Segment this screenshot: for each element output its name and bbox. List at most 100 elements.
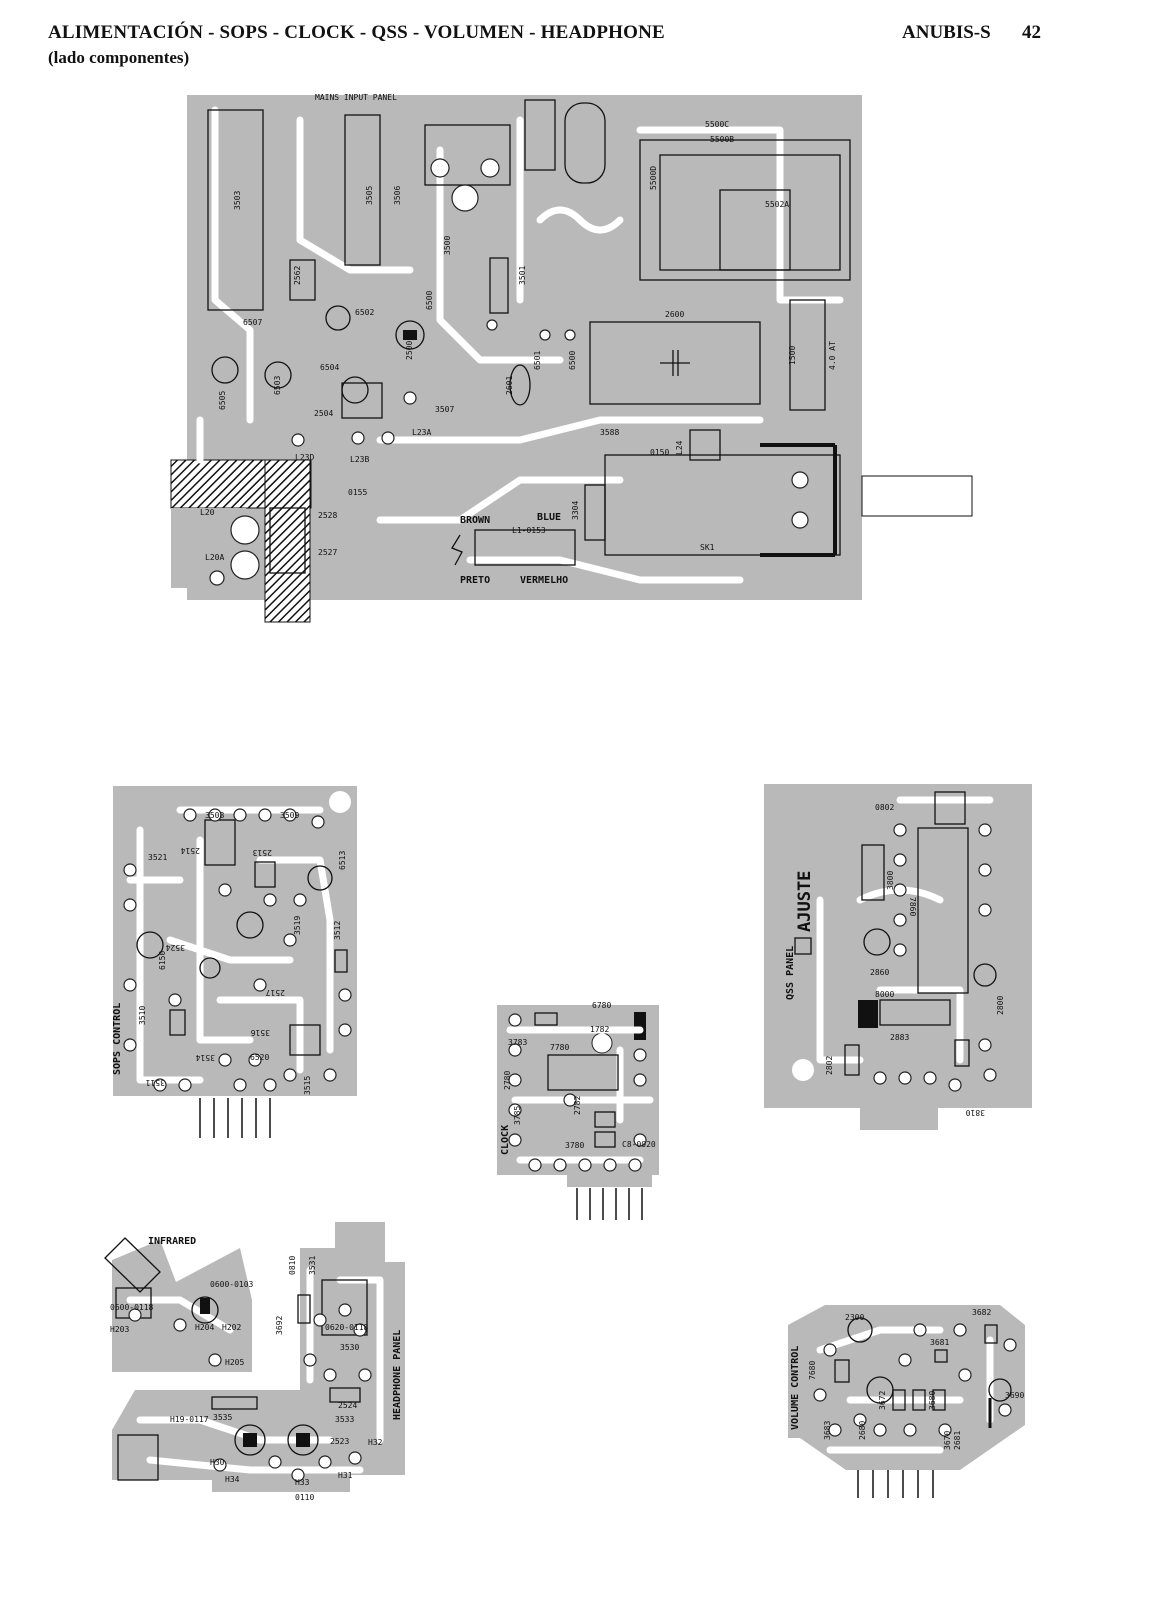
component-ref-label: 3670 (943, 1431, 952, 1450)
solder-pad (898, 1071, 912, 1085)
qss-panel: QSS PANEL AJUSTE 08023800786028602800280… (764, 784, 1032, 1130)
component-ref-label: 3516 (251, 1028, 270, 1037)
solder-pad (978, 903, 992, 917)
component-ref-label: 1782 (590, 1025, 609, 1034)
solder-pad (283, 1068, 297, 1082)
component-ref-label: 3780 (565, 1141, 584, 1150)
solder-pad (323, 1368, 337, 1382)
component-ref-label: 2601 (505, 376, 514, 395)
component-ref-label: 2800 (996, 996, 1005, 1015)
component-ref-label: 6150 (158, 951, 167, 970)
page-number: 42 (1022, 22, 1041, 43)
component-ref-label: 6500 (568, 351, 577, 370)
solder-pad (528, 1158, 542, 1172)
solder-pad (123, 1038, 137, 1052)
component-ref-label: 2782 (573, 1096, 582, 1115)
component-ref-label: 2524 (338, 1401, 357, 1410)
solder-pad (178, 1078, 192, 1092)
solder-pad (208, 1353, 222, 1367)
component-ref-label: 3810 (966, 1108, 985, 1117)
component-ref-label: 0620-0118 (325, 1323, 369, 1332)
solder-pad (633, 1073, 647, 1087)
component-ref-label: 6500 (425, 291, 434, 310)
solder-pad (153, 1078, 167, 1092)
component-ref-label: 0802 (875, 803, 894, 812)
component-ref-label: 2500 (405, 341, 414, 360)
component-ref-label: 3505 (365, 186, 374, 205)
solder-pad (508, 1013, 522, 1027)
component-ref-label: 2681 (953, 1431, 962, 1450)
component-ref-label: 3588 (600, 428, 619, 437)
component-ref-label: 0150 (650, 448, 669, 457)
solder-pad (283, 933, 297, 947)
component-ref-label: 0600-0103 (210, 1280, 254, 1289)
solder-pad (893, 943, 907, 957)
component-ref-label: 2514 (181, 846, 200, 855)
component-ref-label: 3503 (233, 191, 242, 210)
solder-pad (313, 1313, 327, 1327)
solder-pad (903, 1423, 917, 1437)
solder-pad (293, 893, 307, 907)
component-ref-label: 0600-0118 (110, 1303, 154, 1312)
page-subtitle: (lado componentes) (48, 48, 190, 67)
component-ref-label: 3524 (166, 943, 185, 952)
component-ref-label: 3683 (823, 1421, 832, 1440)
component-ref-label: L1-0153 (512, 526, 546, 535)
component-ref-label: 3533 (335, 1415, 354, 1424)
solder-pad (938, 1423, 952, 1437)
solder-pad (823, 1343, 837, 1357)
clock-panel-title: CLOCK (500, 1125, 511, 1155)
component-ref-label: 3508 (205, 811, 224, 820)
solder-pad (173, 1318, 187, 1332)
component-ref-label: 3535 (213, 1413, 232, 1422)
component-ref-label: 3680 (928, 1391, 937, 1410)
component-ref-label: 3500 (443, 236, 452, 255)
component-ref-label: 3510 (138, 1006, 147, 1025)
solder-pad (291, 1468, 305, 1482)
solder-pad (353, 1323, 367, 1337)
component-ref-label: 2504 (314, 409, 333, 418)
component-ref-label: 3506 (393, 186, 402, 205)
component-ref-label: 6520 (250, 1053, 269, 1062)
solder-pad (898, 1353, 912, 1367)
solder-pad (233, 1078, 247, 1092)
component-ref-label: H205 (225, 1358, 244, 1367)
solder-pad (258, 808, 272, 822)
component-ref-label: L24 (675, 440, 684, 455)
component-ref-label: H204 (195, 1323, 214, 1332)
solder-pad (338, 988, 352, 1002)
component-ref-label: 3509 (280, 811, 299, 820)
solder-pad (983, 1068, 997, 1082)
solder-pad (168, 993, 182, 1007)
solder-pad (893, 883, 907, 897)
solder-pad (578, 1158, 592, 1172)
component-ref-label: 8000 (875, 990, 894, 999)
component-ref-label: 3682 (972, 1308, 991, 1317)
component-ref-label: H202 (222, 1323, 241, 1332)
solder-pad (633, 1048, 647, 1062)
component-ref-label: BROWN (460, 515, 490, 526)
component-ref-label: 3530 (340, 1343, 359, 1352)
component-ref-label: VERMELHO (520, 575, 568, 586)
solder-pad (923, 1071, 937, 1085)
solder-pad (508, 1073, 522, 1087)
infrared-label: INFRARED (148, 1236, 196, 1247)
page-title: ALIMENTACIÓN - SOPS - CLOCK - QSS - VOLU… (48, 22, 665, 43)
solder-pad (893, 853, 907, 867)
component-ref-label: 0110 (295, 1493, 314, 1502)
component-ref-label: 3690 (1005, 1391, 1024, 1400)
solder-pad (553, 1158, 567, 1172)
volume-panel-title: VOLUME CONTROL (790, 1346, 801, 1430)
component-ref-label: L20A (205, 553, 224, 562)
component-ref-label: 2513 (253, 848, 272, 857)
component-ref-label: 4.0 AT (828, 341, 837, 370)
component-ref-label: 3521 (148, 853, 167, 862)
solder-pad (348, 1451, 362, 1465)
